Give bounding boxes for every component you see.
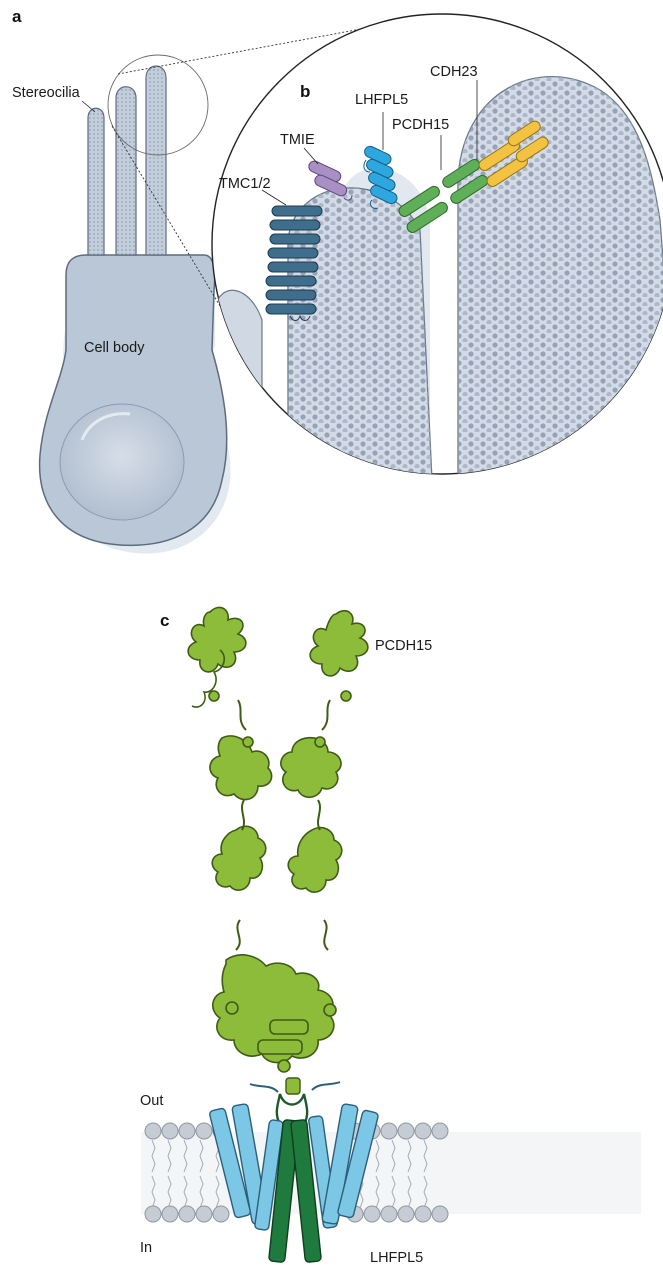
pcdh15-ec-right-top	[310, 611, 368, 701]
panel-b: b TMC1/2 TMIE	[212, 14, 663, 480]
pcdh15-ec-mid-lower	[212, 800, 342, 950]
stereocilia-bundle	[88, 66, 166, 255]
panel-b-letter: b	[300, 82, 310, 101]
label-pcdh15-c: PCDH15	[375, 638, 432, 654]
label-lhfpl5-c: LHFPL5	[370, 1250, 423, 1266]
label-stereocilia: Stereocilia	[12, 85, 81, 101]
panel-a-letter: a	[12, 7, 22, 26]
label-in: In	[140, 1240, 152, 1256]
label-tmie: TMIE	[280, 132, 315, 148]
label-pcdh15-b: PCDH15	[392, 117, 449, 133]
label-cdh23: CDH23	[430, 64, 478, 80]
pcdh15-ec-mid-upper	[210, 736, 341, 800]
label-lhfpl5-b: LHFPL5	[355, 92, 408, 108]
label-cell-body: Cell body	[84, 340, 145, 356]
panel-c: c PCDH15	[140, 607, 641, 1266]
label-out: Out	[140, 1093, 163, 1109]
pcdh15-lower-cluster	[213, 955, 336, 1072]
pcdh15-ec-left-top	[188, 607, 246, 707]
nucleus	[60, 404, 184, 520]
panel-c-letter: c	[160, 611, 169, 630]
label-tmc: TMC1/2	[219, 176, 271, 192]
